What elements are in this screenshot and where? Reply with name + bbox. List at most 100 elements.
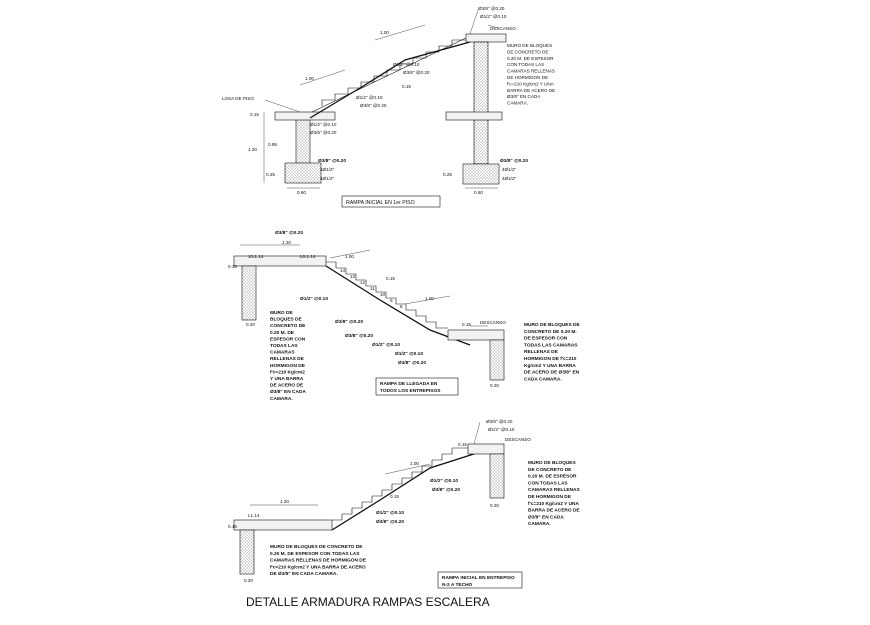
label-r-c: Ø1/2" @0.10 [376, 510, 404, 516]
label-r-d: Ø3/8" @0.20 [376, 519, 404, 525]
dim-020b: 0.20 [490, 503, 499, 508]
left-wall [295, 117, 311, 164]
label-fa-r1: Ø3/8" @0.20 [318, 158, 346, 164]
upper-slab [233, 255, 327, 267]
dim-run-top: 1.20 [282, 240, 291, 245]
dim-run1: 1.00 [345, 254, 354, 259]
dim-020a: 0.20 [244, 578, 253, 583]
note-line: 0.20 M. DE ESPESOR CON TODAS LAS [270, 551, 360, 557]
caption-d3-line2: N-2 A TECHO [442, 582, 473, 588]
dim-run1: 1.00 [305, 76, 314, 81]
dim-016: 0.16 [228, 524, 237, 529]
note-line: CAMARAS RELLENAS DE HORMIGON DE [270, 558, 367, 564]
dim-016: 0.16 [228, 264, 237, 269]
dim-015: 0.15 [458, 442, 467, 447]
label-top-r: Ø3/8" @0.20 [275, 230, 303, 236]
drawing-title: DETALLE ARMADURA RAMPAS ESCALERA [246, 595, 490, 609]
note-line: CONCRETO DE 0.20 M. [524, 329, 577, 335]
note-line: MURO DE BLOQUES DE [524, 322, 581, 328]
note-line: f'c=210 Kg/cm2 [270, 369, 305, 375]
landing-slab [465, 33, 507, 43]
step-number: 8 [400, 304, 403, 309]
left-footing [284, 162, 322, 184]
label-top-r2: Ø1/2" @0.10 [488, 427, 515, 432]
label-r-a: Ø1/2" @0.10 [300, 296, 328, 302]
note-line: CADA CAMARA. [524, 376, 562, 382]
note-line: BARRA DE ACERO DE [528, 508, 580, 514]
note-line: DE ACERO DE [270, 383, 304, 389]
label-slab-r: L1.14 [248, 513, 260, 518]
note-line: CAMARAS [270, 350, 295, 356]
label-fa-r3: 4Ø1/2" [320, 176, 335, 181]
leader-losa [264, 99, 301, 113]
note-line: DE ACERO DE Ø3/8" EN [524, 370, 580, 376]
lower-wall [489, 339, 505, 381]
note-line: ESPESOR CON [270, 336, 306, 342]
flight-steps [326, 261, 448, 329]
note-line: 0.20 M. DE ESPESOR [507, 56, 554, 61]
note-line: TODAS LAS CAMARAS [524, 342, 578, 348]
caption-box-d3 [437, 571, 523, 589]
dim-step2: 0.15 [462, 322, 471, 327]
caption-box-d2 [375, 377, 459, 396]
caption-box-d1 [341, 195, 441, 208]
note-line: DE HORMIGON DE [528, 494, 572, 500]
label-low-r2: Ø3/8" @0.20 [360, 103, 387, 108]
label-fb-r1: Ø3/8" @0.20 [500, 158, 528, 164]
dim-025b: 0.25 [443, 172, 452, 177]
note-line: CONCRETO DE [270, 323, 306, 329]
detail-rampa-llegada: Ø3/8" @0.20 1.20 1/L1.14 L0.1.14 1.00 1.… [228, 230, 581, 402]
flight-soffit [331, 451, 481, 531]
caption-d2-line1: RAMPA DE LLEGADA EN [380, 381, 438, 387]
landing-slab [447, 329, 505, 341]
note-line: DE ESPESOR CON [524, 336, 568, 342]
right-footing [462, 163, 500, 185]
label-r-c: Ø3/8" @0.20 [345, 333, 373, 339]
label-losa: LOSA DE PISO [222, 96, 254, 101]
label-fb-r2: 4Ø1/2" [502, 167, 517, 172]
flight-soffit [309, 41, 471, 119]
note-line: CAMARA. [270, 396, 293, 402]
note-line: Ø3/8" EN CADA [528, 514, 564, 520]
step-number: 12 [360, 280, 366, 285]
step-number: 10 [380, 292, 386, 297]
leader-top [469, 9, 479, 35]
dim-step: 0.15 [402, 84, 411, 89]
dim-run1: 1.00 [410, 461, 419, 466]
note-line: Kg/cm2 Y UNA BARRA [524, 363, 576, 369]
dim-line-run1 [384, 463, 431, 475]
label-left-r2: Ø3/8" @0.20 [310, 130, 337, 135]
step-number: 14 [340, 268, 346, 273]
label-left-r1: Ø1/2" @0.10 [310, 122, 337, 127]
landing-slab [467, 443, 505, 455]
note-line: DE CONCRETO DE [528, 467, 572, 473]
dim-line-run1 [329, 249, 371, 259]
note-line: BARRA DE ACERO DE [507, 88, 555, 93]
label-descanso: DESCANSO [490, 26, 516, 31]
dim-060b: 0.60 [474, 190, 483, 195]
dim-015: 0.15 [250, 112, 259, 117]
label-top-r1: Ø3/8" @0.20 [478, 6, 505, 11]
note-wall-bottom-d3: MURO DE BLOQUES DE CONCRETO DE0.20 M. DE… [270, 544, 367, 577]
note-line: f'c=210 Kg/cm2 Y UNA [528, 501, 579, 507]
label-r-d: Ø1/2" @0.10 [372, 342, 400, 348]
label-descanso: DESCANSO [505, 437, 531, 442]
note-line: CAMARA. [528, 521, 551, 527]
label-top-r2: Ø1/2" @0.10 [480, 14, 507, 19]
dim-025a: 0.25 [266, 172, 275, 177]
label-r-a: Ø1/2" @0.10 [430, 478, 458, 484]
dim-step: 0.15 [386, 276, 395, 281]
note-line: CON TODAS LAS [507, 62, 544, 67]
label-low-r1: Ø1/2" @0.10 [356, 95, 383, 100]
dim-095: 0.95 [268, 142, 277, 147]
label-mid-r2: Ø3/8" @0.20 [403, 70, 430, 75]
flight-steps [332, 447, 468, 521]
note-line: CAMARA. [507, 101, 528, 106]
lower-slab [233, 519, 333, 531]
step-number: 11 [370, 286, 375, 291]
note-line: CAMARAS RELLENAS [507, 69, 555, 74]
label-fa-r2: 4Ø1/2" [320, 167, 335, 172]
